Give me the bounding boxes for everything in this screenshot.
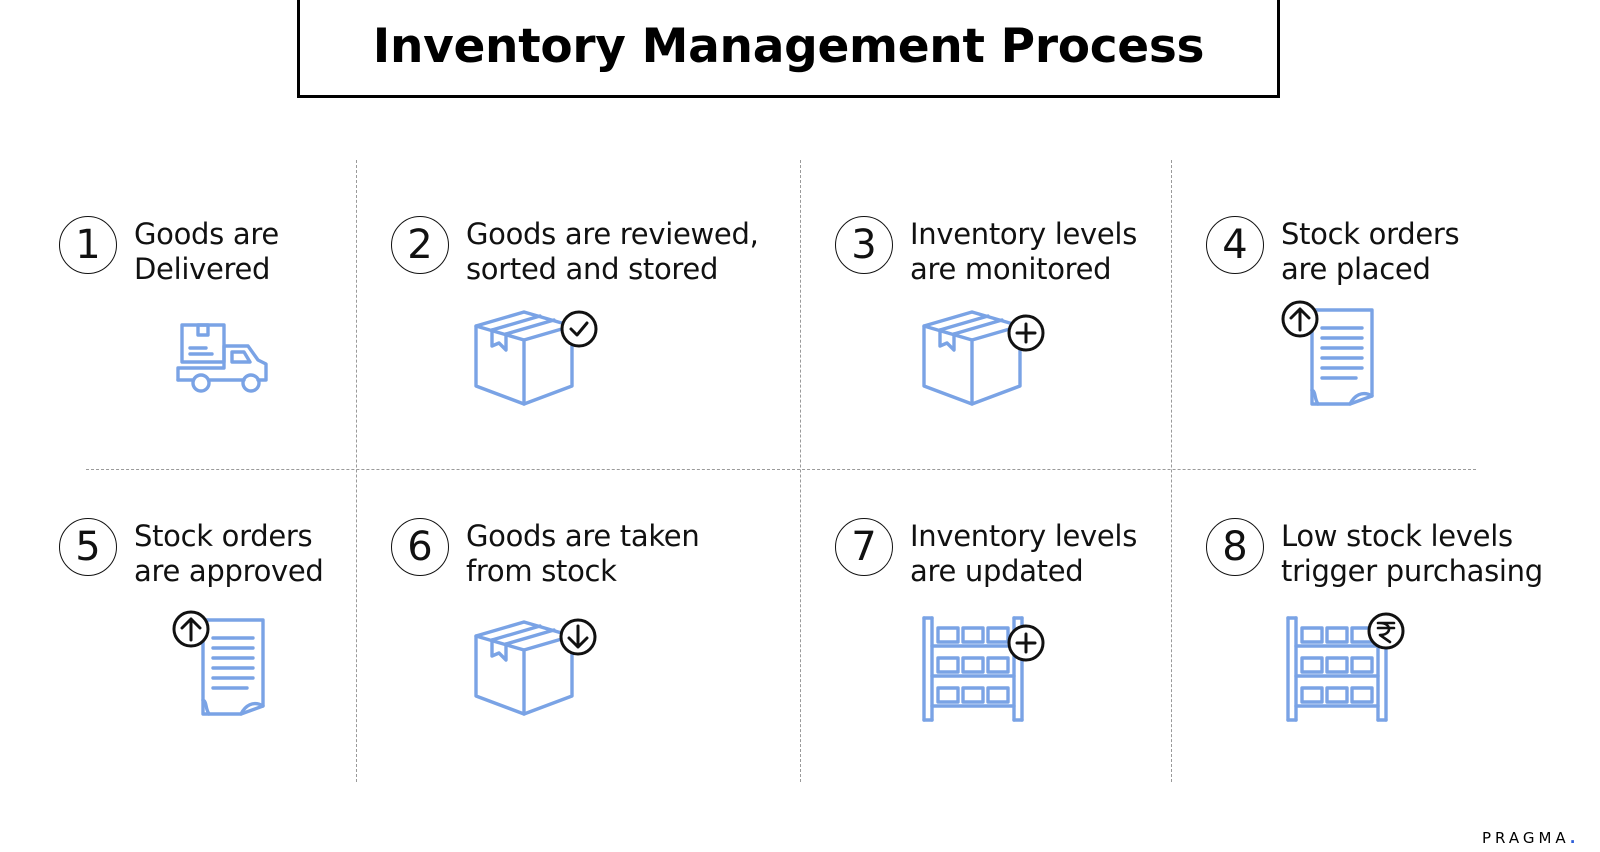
step-number: 2	[391, 216, 449, 274]
step-number: 1	[59, 216, 117, 274]
divider-vertical	[1171, 160, 1172, 782]
divider-vertical	[356, 160, 357, 782]
shelf-plus-icon	[922, 616, 1045, 722]
shelf-rupee-icon	[1286, 612, 1405, 722]
step-label: Goods are reviewed,sorted and stored	[466, 217, 759, 286]
divider-horizontal	[86, 469, 1476, 470]
title-box: Inventory Management Process	[297, 0, 1280, 98]
document-upload-icon	[172, 610, 265, 716]
step-number: 6	[391, 518, 449, 576]
divider-vertical	[800, 160, 801, 782]
step-number: 7	[835, 518, 893, 576]
brand-logo: PRAGMA.	[1482, 829, 1576, 847]
box-plus-icon	[922, 310, 1045, 406]
document-upload-icon	[1281, 300, 1374, 406]
step-number: 4	[1206, 216, 1264, 274]
page-title: Inventory Management Process	[372, 18, 1205, 74]
box-check-icon	[474, 310, 598, 406]
step-number: 3	[835, 216, 893, 274]
delivery-truck-icon	[176, 323, 268, 393]
step-number: 5	[59, 518, 117, 576]
box-download-icon	[474, 618, 597, 716]
step-number: 8	[1206, 518, 1264, 576]
